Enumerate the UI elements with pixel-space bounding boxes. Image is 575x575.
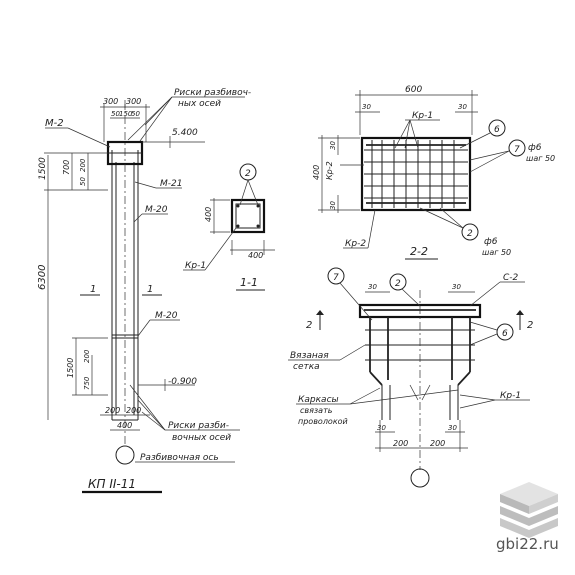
- note-marking-top-line1: Риски разбивоч-: [174, 88, 251, 98]
- dim-50c: 50: [79, 177, 87, 186]
- sec22-callout-6: 6: [494, 125, 500, 135]
- sec22-kr1: Кр-1: [412, 111, 433, 121]
- dim-200c: 200: [105, 406, 120, 415]
- sec22-dim-400: 400: [312, 165, 321, 180]
- dim-300b: 300: [126, 97, 141, 106]
- watermark-text: gbi22.ru: [496, 535, 559, 553]
- dim-1500: 1500: [38, 157, 48, 180]
- elev-dim-30c: 30: [377, 424, 386, 432]
- section-mark-left: 1: [90, 284, 96, 295]
- elev-callout-2: 2: [395, 279, 401, 289]
- dim-300a: 300: [103, 97, 118, 106]
- sec22-callout-2: 2: [467, 229, 473, 239]
- sec22-kr2-bottom: Кр-2: [345, 239, 366, 249]
- marker-m20-lower: М-20: [155, 311, 178, 321]
- sec11-kr1: Кр-1: [185, 261, 206, 271]
- elevation-top: 5.400: [172, 128, 198, 138]
- elev-dim-30b: 30: [452, 283, 461, 291]
- sec11-dim-vertical: 400: [204, 207, 213, 222]
- sec22-step50b: шаг 50: [482, 248, 511, 257]
- sec22-kr2-left: Кр-2: [325, 161, 334, 180]
- marker-m2: М-2: [45, 118, 64, 129]
- elev-dim-200a: 200: [393, 439, 408, 448]
- note-marking-bottom-line2: вочных осей: [172, 433, 231, 443]
- sec22-callout-7: 7: [514, 145, 520, 155]
- elev-frames-line3: проволокой: [298, 417, 348, 426]
- sec22-dim-30b: 30: [458, 103, 467, 111]
- elev-cr2: С-2: [503, 273, 519, 283]
- note-marking-bottom-line1: Риски разби-: [168, 421, 229, 431]
- elev-frames-line2: связать: [300, 406, 333, 415]
- elev-dim-30a: 30: [368, 283, 377, 291]
- dim-50b: 50: [131, 110, 140, 118]
- column-title: КП II-11: [88, 477, 136, 491]
- sec11-callout: 2: [245, 169, 251, 179]
- dim-750: 750: [83, 376, 91, 390]
- marker-m21: М-21: [160, 179, 182, 189]
- sec22-dim-30a: 30: [362, 103, 371, 111]
- elev-callout-7: 7: [333, 273, 339, 283]
- elev-dim-30d: 30: [448, 424, 457, 432]
- sec11-title: 1-1: [240, 276, 258, 289]
- sec22-title: 2-2: [410, 245, 428, 258]
- dim-400a: 400: [117, 421, 132, 430]
- note-marking-top-line2: ных осей: [178, 99, 221, 109]
- logo-icon: [500, 482, 558, 538]
- elevation-bottom: -0.900: [168, 377, 197, 387]
- marker-m20-upper: М-20: [145, 205, 168, 215]
- sec22-dim-600: 600: [405, 85, 422, 95]
- sec22-phi6b: ф6: [484, 237, 498, 247]
- head-elevation: 7 2 30 30 С-2 6 2 2 Вязаная сетка Каркас…: [288, 267, 533, 488]
- elev-mesh-line2: сетка: [293, 362, 320, 372]
- sec22-step50a: шаг 50: [526, 154, 555, 163]
- elev-callout-6: 6: [502, 329, 508, 339]
- dim-200a: 200: [79, 158, 87, 172]
- elev-section-left: 2: [306, 320, 312, 331]
- dim-700: 700: [62, 160, 71, 175]
- elev-dim-200b: 200: [430, 439, 445, 448]
- column-elevation: 300 300 50 150 50 М-2 Риски разбивоч- ны…: [37, 88, 251, 494]
- section-mark-right: 1: [147, 284, 153, 295]
- elev-section-right: 2: [527, 320, 533, 331]
- dim-6300: 6300: [37, 265, 48, 290]
- sec22-phi6a: ф6: [528, 143, 542, 153]
- elev-kr1: Кр-1: [500, 391, 521, 401]
- sec22-dim-30c: 30: [329, 141, 337, 150]
- section-2-2: 600 30 30 Кр-1 400 30 30 Кр-2 6 7 ф6 шаг…: [312, 85, 555, 260]
- dim-1500b: 1500: [66, 358, 75, 378]
- sec11-dim-horizontal: 400: [248, 251, 263, 260]
- elev-frames-line1: Каркасы: [298, 395, 339, 405]
- dim-200d: 200: [126, 406, 141, 415]
- note-axis: Разбивочная ось: [140, 453, 219, 463]
- dim-200b: 200: [83, 349, 91, 363]
- section-1-1: 2 400 400 Кр-1 1-1: [183, 163, 275, 291]
- dim-50a: 50: [111, 110, 120, 118]
- dim-150: 150: [119, 110, 133, 118]
- sec22-dim-30d: 30: [329, 201, 337, 210]
- elev-mesh-line1: Вязаная: [290, 351, 329, 361]
